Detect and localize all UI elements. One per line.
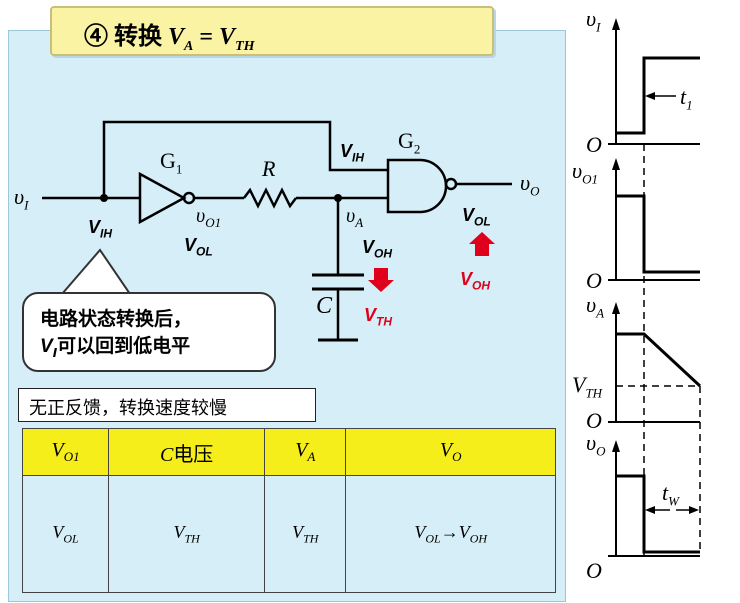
- wave-va: [616, 332, 702, 388]
- wave-vo: [616, 474, 700, 554]
- up-arrow: [469, 232, 495, 256]
- title-box: ④ 转换 VA = VTH: [50, 6, 494, 56]
- vo-label: υO: [520, 170, 540, 199]
- origin-2: O: [586, 268, 602, 293]
- g1-label: G1: [160, 148, 183, 177]
- vi-label: υI: [14, 184, 29, 213]
- g2-label: G2: [398, 128, 421, 157]
- capacitor-label: C: [316, 293, 333, 319]
- wave-va-label: υA: [586, 292, 605, 321]
- gate-g2: [386, 158, 448, 214]
- cell-vo: VOL→VOH: [345, 475, 556, 593]
- header-c-voltage: C电压: [108, 428, 266, 476]
- tw-label: tW: [662, 480, 679, 509]
- table-row: VOL VTH VTH VOL→VOH: [21, 475, 556, 593]
- wave-vo1: [616, 194, 700, 274]
- note-box: 无正反馈，转换速度较慢: [18, 388, 316, 422]
- callout-bubble: 电路状态转换后， VI可以回到低电平: [22, 292, 276, 372]
- t1-label: t1: [680, 84, 693, 113]
- table-header-row: VO1 C电压 VA VO: [21, 428, 556, 476]
- vth-level-label: VTH: [572, 372, 603, 401]
- origin-3: O: [586, 408, 602, 433]
- va-voh: VOH: [362, 237, 393, 261]
- vo1-label: υO1: [196, 205, 222, 230]
- cell-vo1: VOL: [21, 475, 110, 593]
- wave-vo-label: υO: [586, 430, 606, 459]
- wave-vi: [616, 56, 700, 135]
- down-arrow: [368, 268, 394, 292]
- node-vih-label: VIH: [88, 217, 113, 241]
- resistor-label: R: [262, 156, 276, 181]
- state-table: VO1 C电压 VA VO VOL VTH VTH VOL→VOH: [21, 428, 556, 593]
- va-vth: VTH: [364, 305, 393, 329]
- wave-vi-label: υI: [586, 6, 601, 35]
- feedback-wire: [102, 120, 388, 198]
- wave-vo1-label: υO1: [572, 158, 598, 187]
- va-label: υA: [346, 205, 364, 230]
- cell-va: VTH: [264, 475, 347, 593]
- g1-output-vol: VOL: [184, 235, 213, 259]
- callout-text: 电路状态转换后， VI可以回到低电平: [40, 308, 193, 360]
- g2-input-vih: VIH: [340, 141, 365, 165]
- resistor-r: [243, 187, 297, 209]
- origin-1: O: [586, 132, 602, 157]
- header-va: VA: [264, 428, 347, 476]
- cell-c-voltage: VTH: [108, 475, 266, 593]
- header-vo1: VO1: [21, 428, 110, 476]
- note-text: 无正反馈，转换速度较慢: [29, 398, 227, 419]
- g2-output-voh: VOH: [460, 269, 491, 293]
- gate-g1: [138, 171, 187, 225]
- origin-4: O: [586, 558, 602, 583]
- g2-output-vol: VOL: [462, 205, 491, 229]
- callout-pointer: [61, 248, 131, 295]
- page-title: ④ 转换 VA = VTH: [84, 24, 255, 54]
